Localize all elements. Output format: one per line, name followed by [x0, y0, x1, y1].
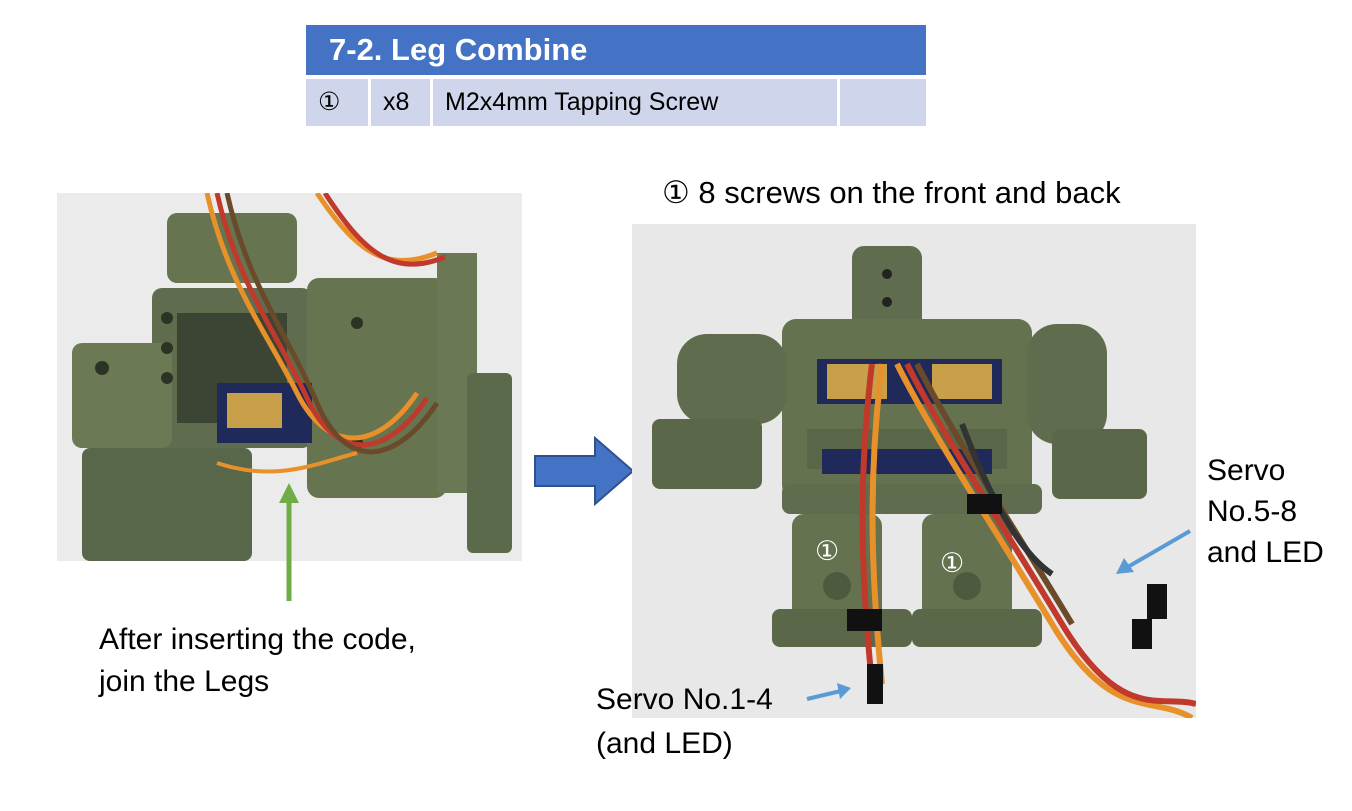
- section-title: 7-2. Leg Combine: [306, 25, 926, 75]
- servo-5-8-arrow-icon: [1116, 529, 1192, 574]
- servo-5-8-label-line-3: and LED: [1207, 536, 1324, 569]
- servo-1-4-label-line-1: Servo No.1-4: [596, 683, 773, 716]
- servo-5-8-label-line-1: Servo: [1207, 454, 1286, 487]
- next-step-arrow-icon: [534, 436, 635, 506]
- right-heading: ① 8 screws on the front and back: [662, 175, 1121, 210]
- legs-photo: [57, 193, 522, 561]
- parts-row: ① x8 M2x4mm Tapping Screw: [306, 79, 926, 126]
- part-quantity: x8: [371, 79, 430, 126]
- leg-screw-mark-right: ①: [940, 548, 965, 579]
- assembled-robot-photo: [632, 224, 1196, 718]
- part-extra: [840, 79, 926, 126]
- servo-1-4-label-line-2: (and LED): [596, 727, 733, 760]
- parts-table: 7-2. Leg Combine ① x8 M2x4mm Tapping Scr…: [306, 25, 926, 126]
- leg-screw-mark-left: ①: [815, 536, 840, 567]
- green-arrow-icon: [286, 555, 292, 601]
- part-mark: ①: [306, 79, 368, 126]
- left-caption-line-1: After inserting the code,: [99, 623, 416, 656]
- part-name: M2x4mm Tapping Screw: [433, 79, 837, 126]
- servo-5-8-label-line-2: No.5-8: [1207, 495, 1298, 528]
- servo-1-4-arrow-icon: [806, 683, 851, 701]
- left-caption-line-2: join the Legs: [99, 665, 270, 698]
